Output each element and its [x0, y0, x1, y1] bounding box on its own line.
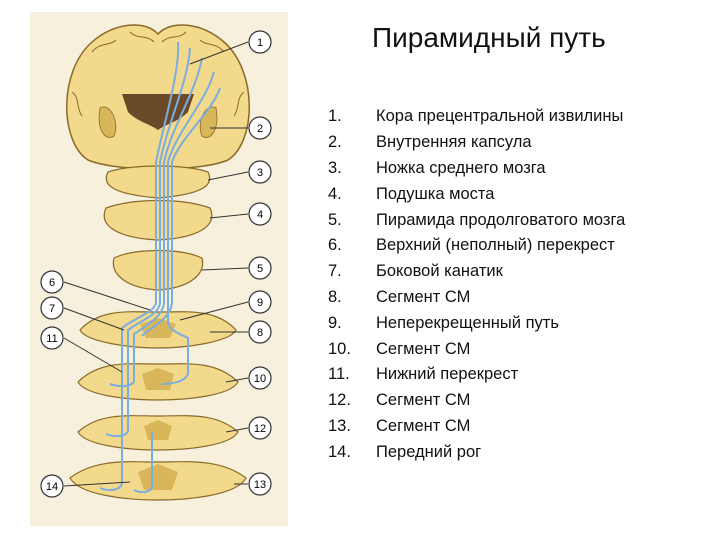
legend-item: 5. Пирамида продолговатого мозга: [328, 207, 625, 233]
legend-item: 8. Сегмент СМ: [328, 285, 625, 311]
legend-text: Нижний перекрест: [376, 365, 519, 384]
cortex-gyri: [71, 31, 245, 117]
pyramidal-tract-diagram: 1 2 3 4 5 6 7 8 9 10 11 12 13 14: [30, 12, 288, 526]
callout-1: 1: [248, 30, 272, 54]
callout-12: 12: [248, 416, 272, 440]
legend-text: Сегмент СМ: [376, 416, 471, 435]
callout-3: 3: [248, 160, 272, 184]
callout-lines: [63, 41, 249, 487]
midbrain-section: [105, 165, 211, 199]
svg-text:4: 4: [257, 209, 263, 221]
legend-text: Внутренняя капсула: [376, 133, 532, 152]
legend-item: 4. Подушка моста: [328, 181, 625, 207]
legend-number: 10.: [328, 339, 351, 358]
svg-text:13: 13: [254, 479, 266, 491]
legend-item: 6. Верхний (неполный) перекрест: [328, 233, 625, 259]
callout-markers: 1 2 3 4 5 6 7 8 9 10 11 12 13 14: [40, 30, 272, 498]
legend-number: 6.: [328, 236, 342, 255]
svg-text:9: 9: [257, 297, 263, 309]
svg-text:10: 10: [254, 373, 266, 385]
legend-text: Сегмент СМ: [376, 339, 471, 358]
legend-item: 9. Неперекрещенный путь: [328, 310, 625, 336]
callout-5: 5: [248, 256, 272, 280]
callout-2: 2: [248, 116, 272, 140]
legend-text: Сегмент СМ: [376, 391, 471, 410]
legend-number: 7.: [328, 262, 342, 281]
legend-number: 9.: [328, 313, 342, 332]
legend-number: 12.: [328, 391, 351, 410]
legend-text: Пирамида продолговатого мозга: [376, 210, 626, 229]
callout-11: 11: [40, 326, 64, 350]
legend-item: 1. Кора прецентральной извилины: [328, 104, 625, 130]
svg-text:2: 2: [257, 123, 263, 135]
medulla-section: [112, 249, 204, 291]
svg-text:11: 11: [46, 333, 57, 345]
legend-number: 2.: [328, 133, 342, 152]
callout-8: 8: [248, 320, 272, 344]
legend-number: 13.: [328, 416, 351, 435]
legend-item: 7. Боковой канатик: [328, 259, 625, 285]
svg-text:1: 1: [257, 37, 263, 49]
callout-9: 9: [248, 290, 272, 314]
pyramidal-tract: [99, 41, 221, 494]
legend-number: 4.: [328, 184, 342, 203]
legend-number: 5.: [328, 210, 342, 229]
callout-6: 6: [40, 270, 64, 294]
callout-4: 4: [248, 202, 272, 226]
legend-text: Кора прецентральной извилины: [376, 107, 624, 126]
legend-number: 8.: [328, 287, 342, 306]
callout-7: 7: [40, 296, 64, 320]
callout-13: 13: [248, 472, 272, 496]
legend-text: Передний рог: [376, 442, 482, 461]
svg-text:12: 12: [254, 423, 266, 435]
legend-number: 3.: [328, 158, 342, 177]
svg-text:6: 6: [49, 277, 55, 289]
legend-text: Ножка среднего мозга: [376, 158, 546, 177]
page-title: Пирамидный путь: [372, 22, 606, 53]
svg-text:3: 3: [257, 167, 263, 179]
brain-section: [66, 24, 250, 170]
legend-item: 11. Нижний перекрест: [328, 362, 625, 388]
legend-number: 11.: [328, 365, 350, 384]
legend-number: 14.: [328, 442, 351, 461]
legend-text: Сегмент СМ: [376, 287, 471, 306]
svg-text:8: 8: [257, 327, 263, 339]
lateral-ventricles: [122, 94, 194, 130]
legend-text: Верхний (неполный) перекрест: [376, 236, 615, 255]
legend-text: Подушка моста: [376, 184, 495, 203]
callout-14: 14: [40, 474, 64, 498]
legend-item: 13. Сегмент СМ: [328, 414, 625, 440]
legend-text: Боковой канатик: [376, 262, 503, 281]
svg-text:5: 5: [257, 263, 263, 275]
spinal-segment-3: [77, 415, 239, 451]
svg-text:14: 14: [46, 481, 58, 493]
legend-item: 14. Передний рог: [328, 439, 625, 465]
legend-item: 2. Внутренняя капсула: [328, 130, 625, 156]
legend-text: Неперекрещенный путь: [376, 313, 559, 332]
spinal-segment-1: [79, 311, 237, 349]
callout-10: 10: [248, 366, 272, 390]
legend-item: 10. Сегмент СМ: [328, 336, 625, 362]
legend-item: 3. Ножка среднего мозга: [328, 156, 625, 182]
svg-text:7: 7: [49, 303, 55, 315]
legend-list: 1. Кора прецентральной извилины 2. Внутрен…: [328, 104, 625, 465]
legend-number: 1.: [328, 107, 342, 126]
legend-item: 12. Сегмент СМ: [328, 388, 625, 414]
pons-section: [103, 199, 213, 241]
spinal-segment-2: [77, 363, 239, 401]
